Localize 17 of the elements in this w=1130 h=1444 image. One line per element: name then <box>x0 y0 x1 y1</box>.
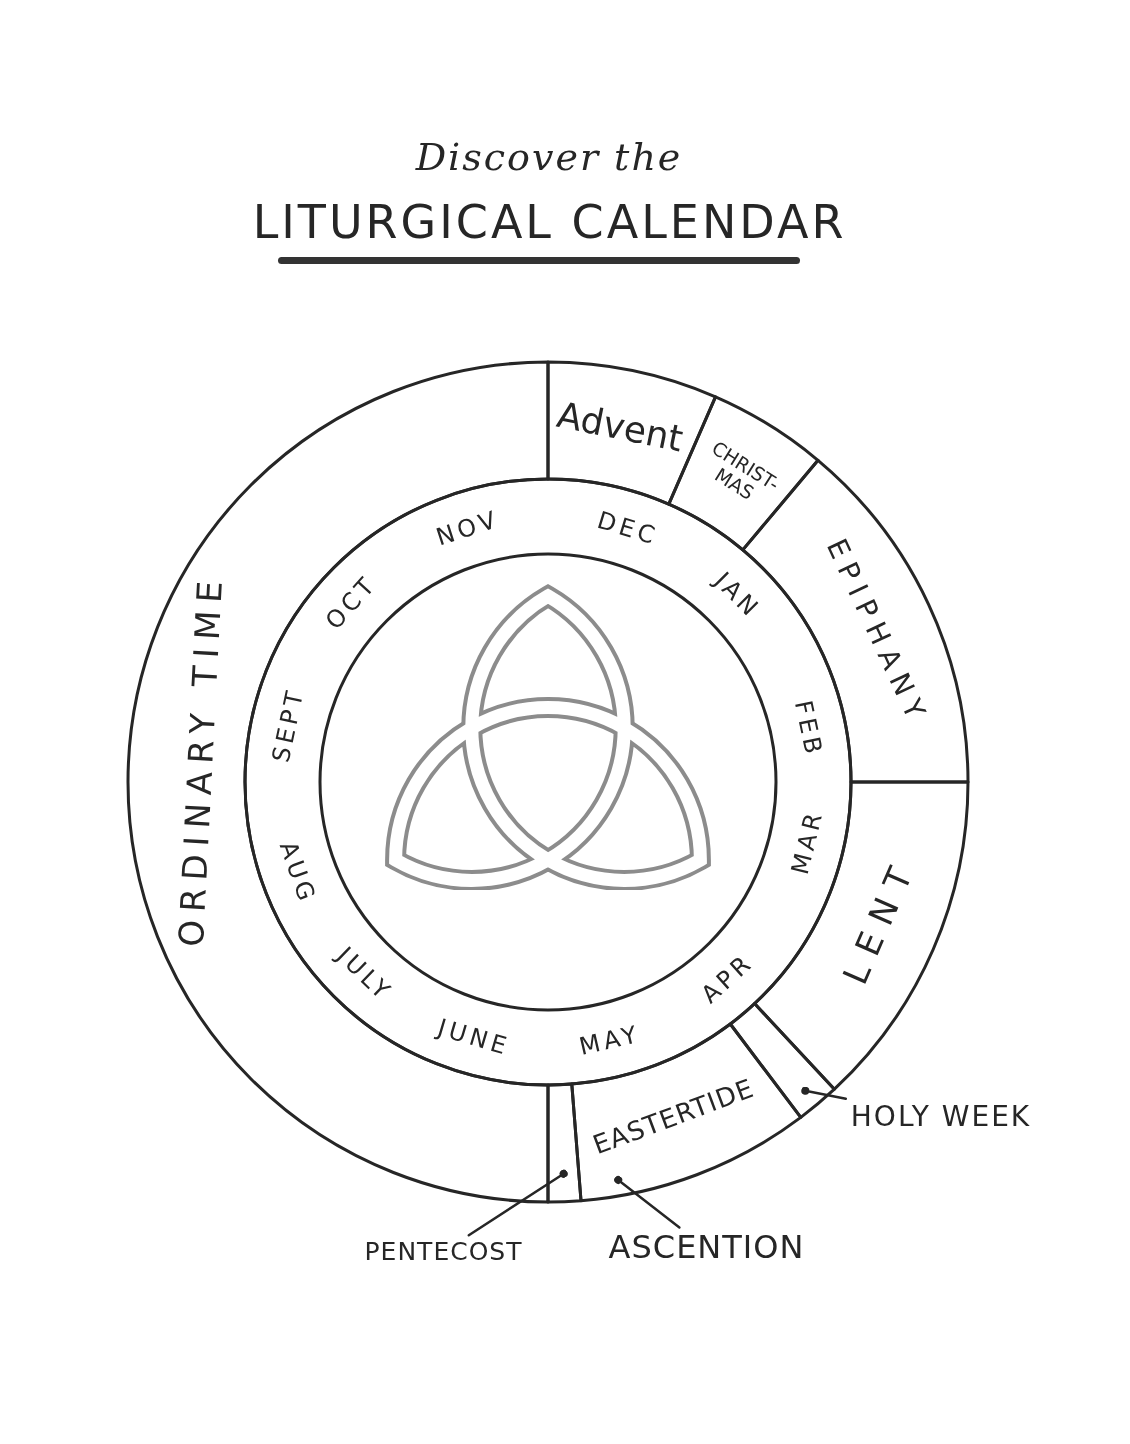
month-label: MAY <box>575 1020 643 1062</box>
month-label: MAR <box>785 807 828 880</box>
month-label: AUG <box>273 836 322 908</box>
leader-line <box>467 1169 568 1237</box>
month-label: NOV <box>431 505 503 553</box>
month-label: SEPT <box>266 685 309 767</box>
callout-label: PENTECOST <box>363 1238 523 1266</box>
month-label: FEB <box>788 697 828 760</box>
month-label: JUNE <box>433 1013 514 1061</box>
leader-line <box>614 1175 681 1229</box>
month-label: DEC <box>592 505 662 550</box>
season-label: ORDINARY TIME <box>172 572 231 950</box>
heading-intro: Discover the <box>414 137 683 179</box>
callout-label: ASCENTION <box>607 1230 805 1266</box>
season-label: Advent <box>553 395 687 460</box>
title: LITURGICAL CALENDAR <box>251 196 847 248</box>
callout-label: HOLY WEEK <box>848 1101 1032 1133</box>
